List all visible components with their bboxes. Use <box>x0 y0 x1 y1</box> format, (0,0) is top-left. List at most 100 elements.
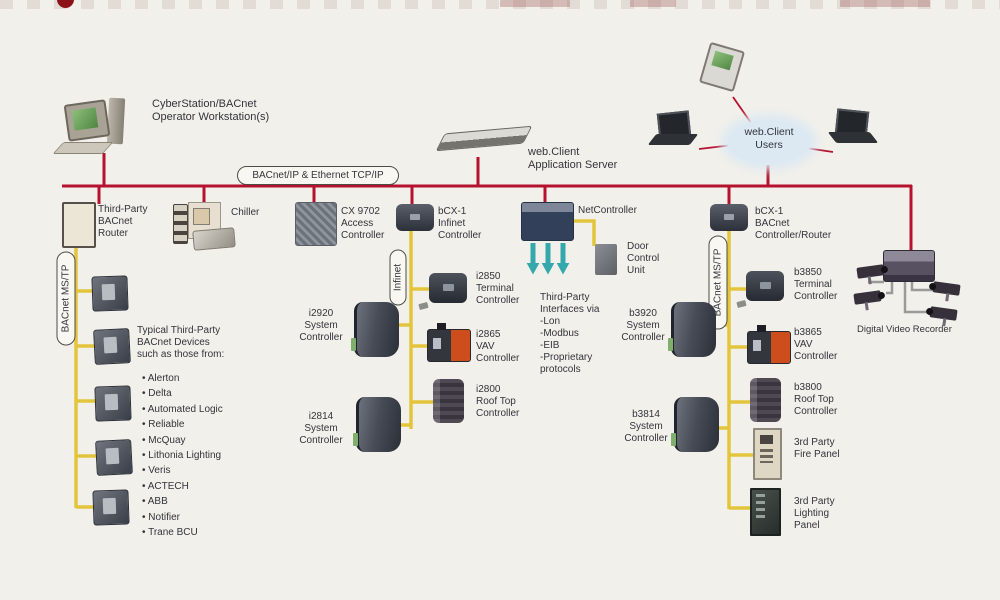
laptop-left-icon <box>647 110 700 160</box>
b3800-icon <box>750 378 781 422</box>
door-unit-box <box>595 244 617 275</box>
device-pin <box>353 433 358 446</box>
device-screen <box>102 497 117 515</box>
device-slot <box>443 284 454 291</box>
third-party-device-icon <box>95 439 133 476</box>
header-smudge <box>500 0 570 7</box>
lighting-panel-icon <box>750 488 781 536</box>
chiller-compressor <box>192 227 236 251</box>
workstation-icon <box>52 92 161 156</box>
third-party-interfaces-note: Third-Party Interfaces via -Lon -Modbus … <box>540 292 600 375</box>
application-server-label: web.Client Application Server <box>528 146 618 172</box>
application-server-icon <box>435 125 533 154</box>
infinet-label: Infinet <box>392 263 404 292</box>
device-pin <box>351 338 356 351</box>
device-box <box>671 302 716 357</box>
chiller-strip <box>173 204 188 244</box>
workstation-keyboard <box>52 142 114 154</box>
bacnet-mstp-left-pill: BACnet MS/TP <box>56 251 76 346</box>
netcontroller-box <box>521 202 574 241</box>
chiller-icon <box>173 202 239 252</box>
b3920-icon <box>668 302 716 357</box>
third-party-device-icon <box>93 328 131 365</box>
device-box <box>750 488 781 536</box>
dvr-label: Digital Video Recorder <box>857 324 952 335</box>
i2865-icon <box>427 323 471 362</box>
fire-panel-icon <box>753 428 782 480</box>
b3865-label: b3865 VAV Controller <box>794 327 838 362</box>
third-party-vendor-list: Alerton Delta Automated Logic Reliable M… <box>142 371 223 540</box>
b3800-label: b3800 Roof Top Controller <box>794 382 838 417</box>
ethernet-bus-label: BACnet/IP & Ethernet TCP/IP <box>252 170 384 181</box>
device-pin <box>668 338 673 351</box>
vendor-item: Automated Logic <box>142 402 223 417</box>
device-box <box>433 379 464 423</box>
device-box <box>750 378 781 422</box>
device-screen <box>103 336 118 354</box>
device-screen <box>101 283 116 301</box>
panel-switches <box>756 494 765 522</box>
b3865-icon <box>747 325 791 364</box>
cloud-shape <box>727 120 811 164</box>
vendor-item: Notifier <box>142 510 223 525</box>
chiller-label: Chiller <box>231 207 260 218</box>
device-box <box>354 302 399 357</box>
third-party-device-icon <box>91 275 129 312</box>
panel-display <box>760 435 773 444</box>
server-chassis <box>435 125 533 152</box>
bcx1-infinet-label: bCX-1 Infinet Controller <box>438 206 482 241</box>
i2920-icon <box>351 302 399 357</box>
laptop-base <box>647 134 699 145</box>
workstation-label: CyberStation/BACnet Operator Workstation… <box>152 98 270 124</box>
device-actuator <box>437 323 446 330</box>
device-box <box>356 397 401 452</box>
i2800-label: i2800 Roof Top Controller <box>476 384 520 419</box>
netcontroller-icon <box>521 202 574 241</box>
third-party-router-icon <box>62 202 96 248</box>
cropped-header-artifact <box>0 0 1000 9</box>
third-party-device-icon <box>94 385 132 422</box>
door-control-unit-label: Door Control Unit <box>627 241 660 276</box>
panel-buttons <box>760 449 773 463</box>
device-slot <box>760 282 771 289</box>
laptop-base <box>827 132 879 143</box>
device-pin <box>671 433 676 446</box>
cx9702-box <box>295 202 337 246</box>
bcx1-bacnet-label: bCX-1 BACnet Controller/Router <box>755 206 832 241</box>
workstation-screen <box>71 107 99 131</box>
netcontroller-label: NetController <box>578 205 637 216</box>
vendor-item: Reliable <box>142 417 223 432</box>
dvr-box <box>883 250 935 282</box>
vendor-item: Veris <box>142 463 223 478</box>
bcx1-bacnet-icon <box>710 204 748 231</box>
b3814-label: b3814 System Controller <box>624 409 668 444</box>
workstation-tower <box>106 97 126 145</box>
header-smudge <box>630 0 676 7</box>
i2814-label: i2814 System Controller <box>299 411 343 446</box>
router-box <box>62 202 96 248</box>
laptop-right-icon <box>826 108 879 158</box>
vendor-item: Lithonia Lighting <box>142 448 223 463</box>
b3920-label: b3920 System Controller <box>621 308 665 343</box>
device-actuator <box>757 325 766 332</box>
web-users-cloud: web.Client Users <box>727 114 811 170</box>
ethernet-bus-pill: BACnet/IP & Ethernet TCP/IP <box>237 166 399 185</box>
door-control-unit-icon <box>595 244 617 275</box>
bcx1-slot <box>724 214 734 220</box>
vendor-item: Alerton <box>142 371 223 386</box>
bacnet-mstp-left-label: BACnet MS/TP <box>60 264 72 333</box>
infinet-pill: Infinet <box>389 249 407 306</box>
cx9702-icon <box>295 202 337 246</box>
vendor-item: ACTECH <box>142 479 223 494</box>
chiller-panel <box>193 208 210 225</box>
b3850-icon <box>746 271 784 301</box>
i2850-label: i2850 Terminal Controller <box>476 271 520 306</box>
vendor-item: Delta <box>142 386 223 401</box>
header-smudge <box>840 0 930 7</box>
i2850-icon <box>429 273 467 303</box>
device-screen <box>104 393 119 411</box>
i2814-icon <box>353 397 401 452</box>
b3850-label: b3850 Terminal Controller <box>794 267 838 302</box>
